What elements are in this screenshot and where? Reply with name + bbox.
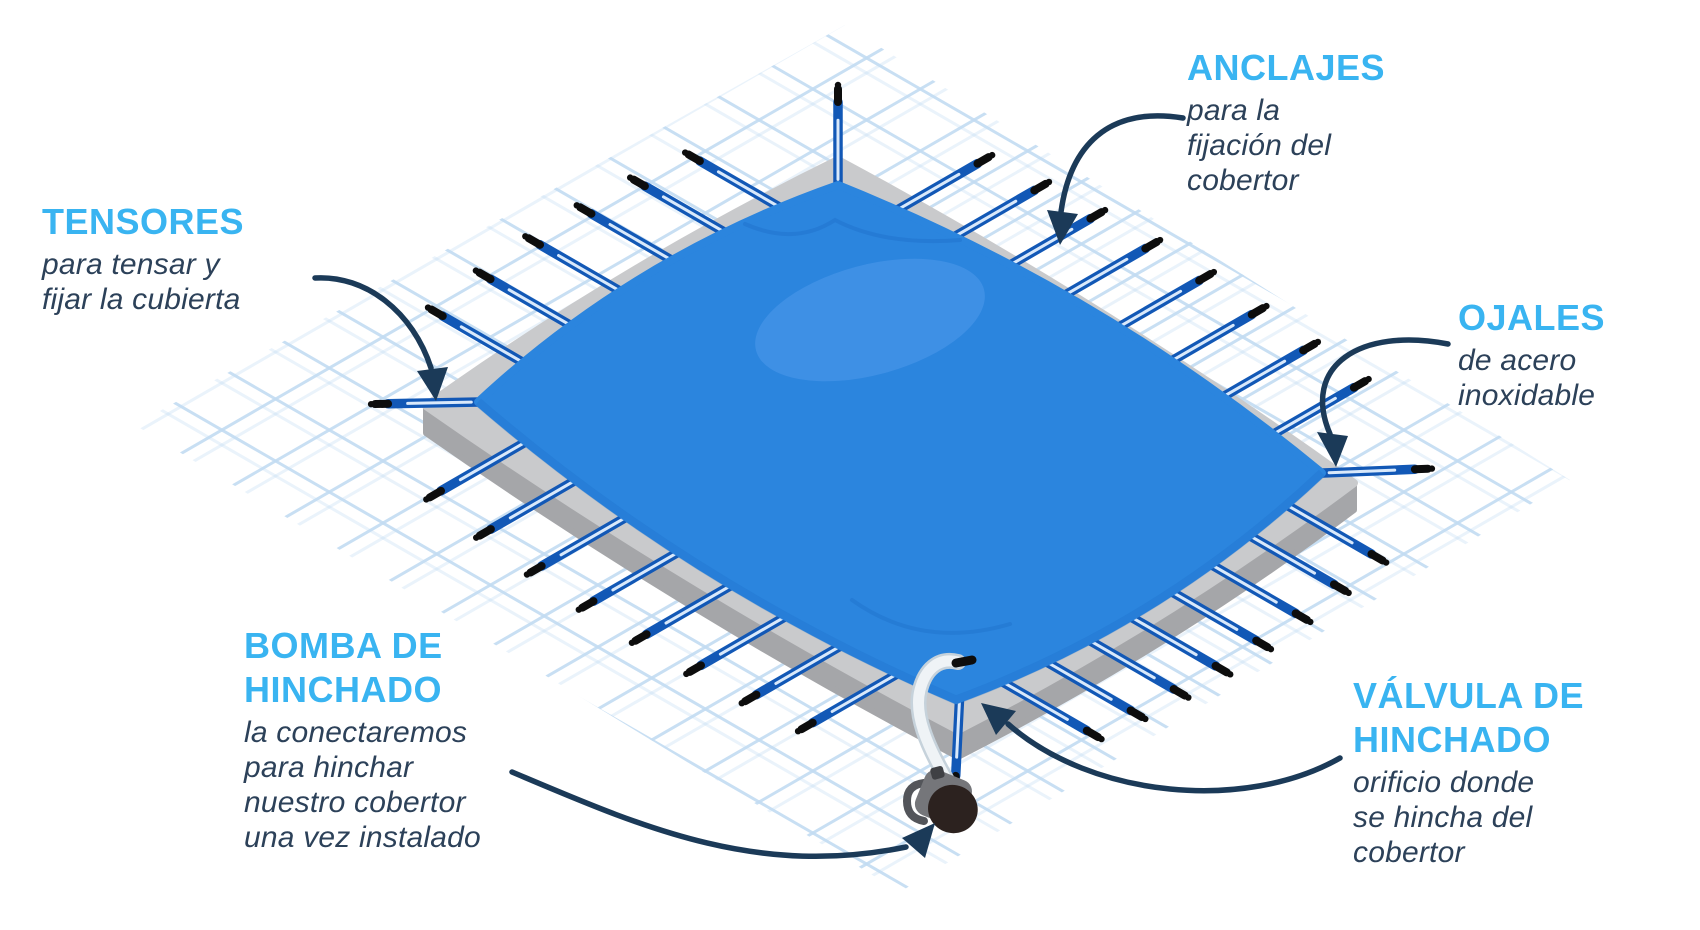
cover-edge-shade — [475, 398, 1326, 705]
cover-surface — [474, 181, 1326, 704]
pool-cover — [474, 181, 1326, 705]
inflation-hose — [910, 652, 977, 790]
label-valvula: VÁLVULA DE HINCHADO orificio donde se hi… — [1353, 674, 1584, 870]
label-anclajes: ANCLAJES para la fijación del cobertor — [1187, 46, 1385, 198]
cover-fold-top — [743, 217, 962, 244]
ojales-arrow — [1317, 337, 1451, 467]
label-anclajes-title: ANCLAJES — [1187, 47, 1386, 88]
label-tensores: TENSORES para tensar y fijar la cubierta — [42, 200, 244, 317]
label-tensores-desc: para tensar y fijar la cubierta — [42, 248, 241, 316]
label-valvula-title: VÁLVULA DE HINCHADO — [1353, 675, 1585, 760]
tensores-arrow — [312, 275, 448, 401]
label-bomba: BOMBA DE HINCHADO la conectaremos para h… — [244, 624, 481, 855]
label-bomba-title: BOMBA DE HINCHADO — [244, 625, 443, 710]
bomba-arrow — [509, 769, 935, 859]
pump-handle — [902, 779, 928, 825]
anclajes-arrow — [1047, 113, 1186, 245]
hose-connector-tip — [951, 655, 977, 668]
inflation-pump — [902, 765, 978, 834]
pointer-arrows — [312, 113, 1451, 859]
label-valvula-desc: orificio donde se hincha del cobertor — [1353, 766, 1535, 869]
cover-fold-bottom — [850, 598, 1012, 635]
label-ojales-title: OJALES — [1458, 297, 1606, 338]
cover-highlight — [755, 258, 985, 382]
label-tensores-title: TENSORES — [42, 201, 245, 242]
label-ojales-desc: de acero inoxidable — [1458, 344, 1596, 412]
label-bomba-desc: la conectaremos para hinchar nuestro cob… — [244, 716, 481, 854]
label-ojales: OJALES de acero inoxidable — [1458, 296, 1605, 413]
label-anclajes-desc: para la fijación del cobertor — [1187, 94, 1332, 197]
pump-nozzle — [930, 765, 945, 780]
valvula-arrow — [981, 703, 1343, 794]
